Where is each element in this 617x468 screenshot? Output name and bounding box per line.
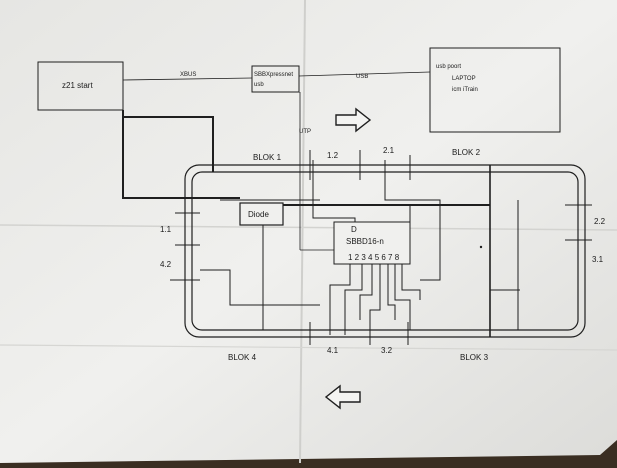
- usb-label: USB: [356, 74, 368, 80]
- arrow-right-icon: [335, 107, 372, 133]
- blok3-label: BLOK 3: [460, 353, 489, 362]
- section-2-1-label: 2.1: [383, 146, 395, 155]
- section-1-2-label: 1.2: [327, 151, 339, 160]
- laptop-label-1: usb poort: [436, 64, 461, 70]
- isolation-marks: [170, 150, 592, 345]
- connection-lines: [122, 71, 431, 251]
- blok1-label: BLOK 1: [253, 153, 282, 162]
- internal-wiring: [200, 160, 520, 335]
- sbbd-name-label: SBBD16-n: [346, 237, 384, 246]
- section-1-1-label: 1.1: [160, 225, 172, 234]
- utp-label: UTP: [299, 129, 311, 135]
- marker-dot: [479, 245, 483, 249]
- laptop-label-2: LAPTOP: [452, 76, 476, 82]
- sbbd-ports-label: 1 2 3 4 5 6 7 8: [348, 253, 400, 262]
- diode-box: Diode: [239, 202, 284, 226]
- sbbxpressnet-box: SBBXpressnet usb: [251, 65, 300, 93]
- feed-wires: [122, 110, 490, 206]
- laptop-box: usb poort LAPTOP icm iTrain: [429, 47, 561, 133]
- section-4-2-label: 4.2: [160, 260, 172, 269]
- block-dividers: [212, 165, 491, 337]
- arrow-left-icon: [324, 384, 361, 410]
- section-3-2-label: 3.2: [381, 346, 393, 355]
- sbbd16-box: D SBBD16-n 1 2 3 4 5 6 7 8: [333, 221, 411, 265]
- sbbx-label-2: usb: [254, 82, 264, 88]
- diode-label: Diode: [248, 210, 269, 219]
- section-3-1-label: 3.1: [592, 255, 604, 264]
- sbbd-top-label: D: [351, 225, 357, 234]
- z21-label: z21 start: [62, 81, 93, 90]
- xbus-label: XBUS: [180, 72, 196, 78]
- section-2-2-label: 2.2: [594, 217, 606, 226]
- blok4-label: BLOK 4: [228, 353, 257, 362]
- z21-box: z21 start: [37, 61, 124, 111]
- laptop-label-3: icm iTrain: [452, 87, 478, 93]
- sbbx-label-1: SBBXpressnet: [254, 72, 293, 78]
- blok2-label: BLOK 2: [452, 148, 481, 157]
- section-4-1-label: 4.1: [327, 346, 339, 355]
